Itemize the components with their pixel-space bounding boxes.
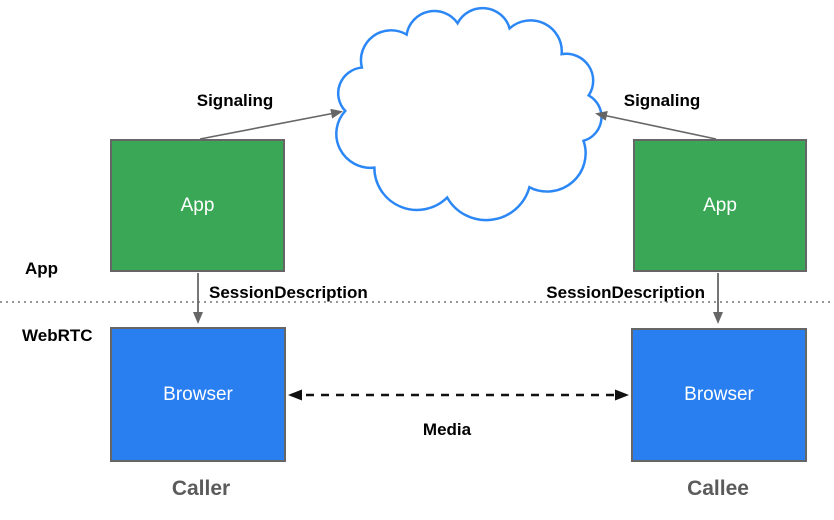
caller-browser-box: Browser — [110, 327, 286, 462]
caller-app-box-label: App — [180, 194, 215, 216]
signaling-cloud-icon — [335, 6, 603, 222]
caller-browser-box-label: Browser — [163, 383, 233, 405]
caller-signaling-label: Signaling — [196, 91, 274, 110]
layer-divider — [0, 301, 834, 303]
layer-label-app: App — [25, 259, 59, 278]
callee-app-box: App — [633, 139, 807, 272]
layer-label-webrtc: WebRTC — [22, 326, 93, 345]
caller-session-description-label: SessionDescription — [209, 283, 368, 302]
callee-session-description-label: SessionDescription — [546, 283, 705, 302]
callee-browser-box: Browser — [631, 328, 807, 462]
callee-signaling-label: Signaling — [623, 91, 701, 110]
callee-role-label: Callee — [687, 477, 749, 500]
callee-signaling-arrow — [595, 110, 717, 140]
caller-signaling-arrow — [199, 108, 343, 140]
caller-role-label: Caller — [171, 477, 231, 500]
callee-app-box-label: App — [703, 194, 737, 216]
caller-app-box: App — [110, 139, 285, 272]
callee-browser-box-label: Browser — [684, 384, 754, 405]
media-label: Media — [422, 420, 472, 439]
